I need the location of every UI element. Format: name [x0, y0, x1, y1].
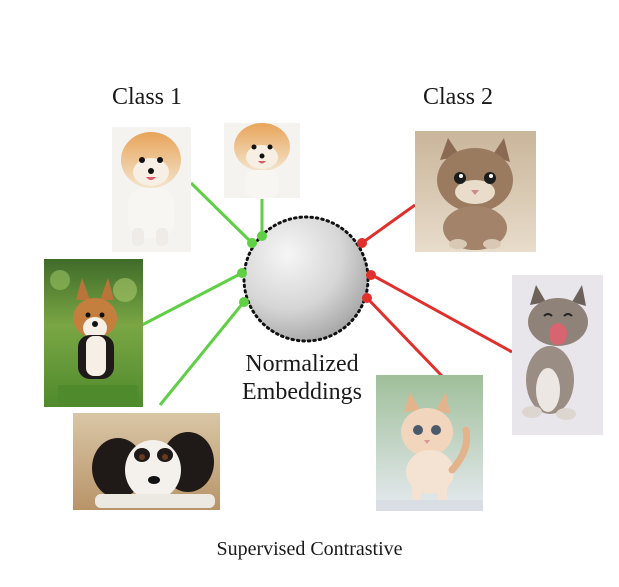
class-2-dots	[357, 238, 376, 303]
link-kitten-sitting	[361, 203, 416, 245]
dot	[239, 297, 249, 307]
embeddings-label-line-1: Normalized	[245, 351, 359, 377]
dot	[366, 270, 376, 280]
dot	[247, 238, 257, 248]
link-pomeranian-1	[189, 181, 254, 245]
diagram-caption: Supervised Contrastive	[216, 538, 403, 560]
pomeranian-photo-small	[224, 123, 300, 198]
link-spaniel	[158, 302, 245, 406]
spaniel-photo	[73, 413, 220, 510]
dot	[357, 238, 367, 248]
class-1-dots	[237, 231, 267, 307]
link-kitten-yawning	[371, 273, 513, 354]
dot	[257, 231, 267, 241]
pomeranian-photo-large	[112, 127, 191, 252]
class-2-label: Class 2	[423, 84, 494, 110]
dot	[362, 293, 372, 303]
embeddings-label-line-2: Embeddings	[242, 379, 362, 405]
class-2-links	[361, 203, 513, 378]
embeddings-label: Normalized Embeddings	[212, 350, 392, 406]
class-1-label: Class 1	[112, 84, 183, 110]
corgi-photo	[44, 259, 143, 407]
link-kitten-standing	[365, 296, 444, 378]
kitten-standing-photo	[376, 375, 483, 511]
kitten-yawning-photo	[512, 275, 603, 435]
link-corgi	[141, 271, 243, 327]
dot	[237, 268, 247, 278]
class-1-links	[141, 181, 264, 406]
kitten-sitting-photo	[415, 131, 536, 252]
